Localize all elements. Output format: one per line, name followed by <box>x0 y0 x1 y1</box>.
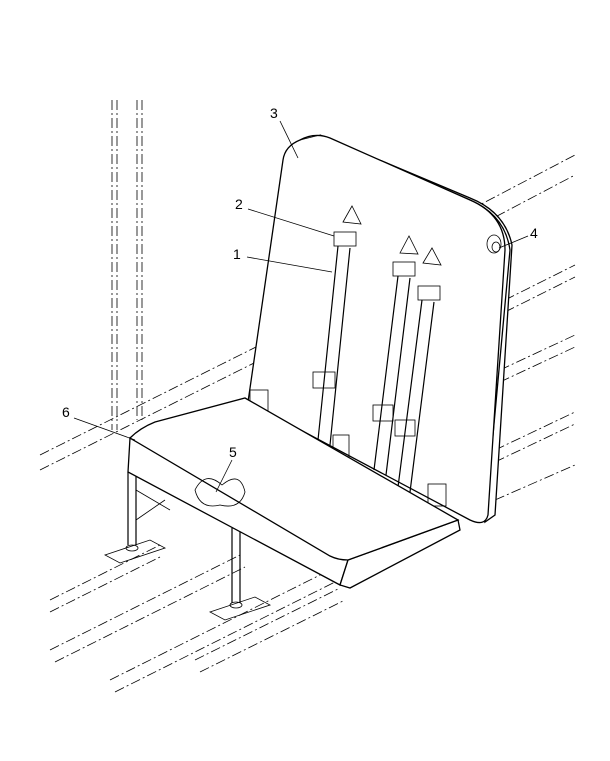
seat-cushion <box>127 397 461 589</box>
legs <box>103 472 272 621</box>
leader-lines <box>73 120 529 493</box>
callout-5: 5 <box>229 444 237 460</box>
callout-2: 2 <box>235 196 243 212</box>
callout-1: 1 <box>233 246 241 262</box>
callout-4: 4 <box>530 225 538 241</box>
seat-back <box>247 134 513 524</box>
rails <box>39 154 576 693</box>
wall-posts <box>111 100 143 430</box>
seat-belts <box>249 205 447 507</box>
callout-3: 3 <box>270 105 278 121</box>
callout-6: 6 <box>62 404 70 420</box>
